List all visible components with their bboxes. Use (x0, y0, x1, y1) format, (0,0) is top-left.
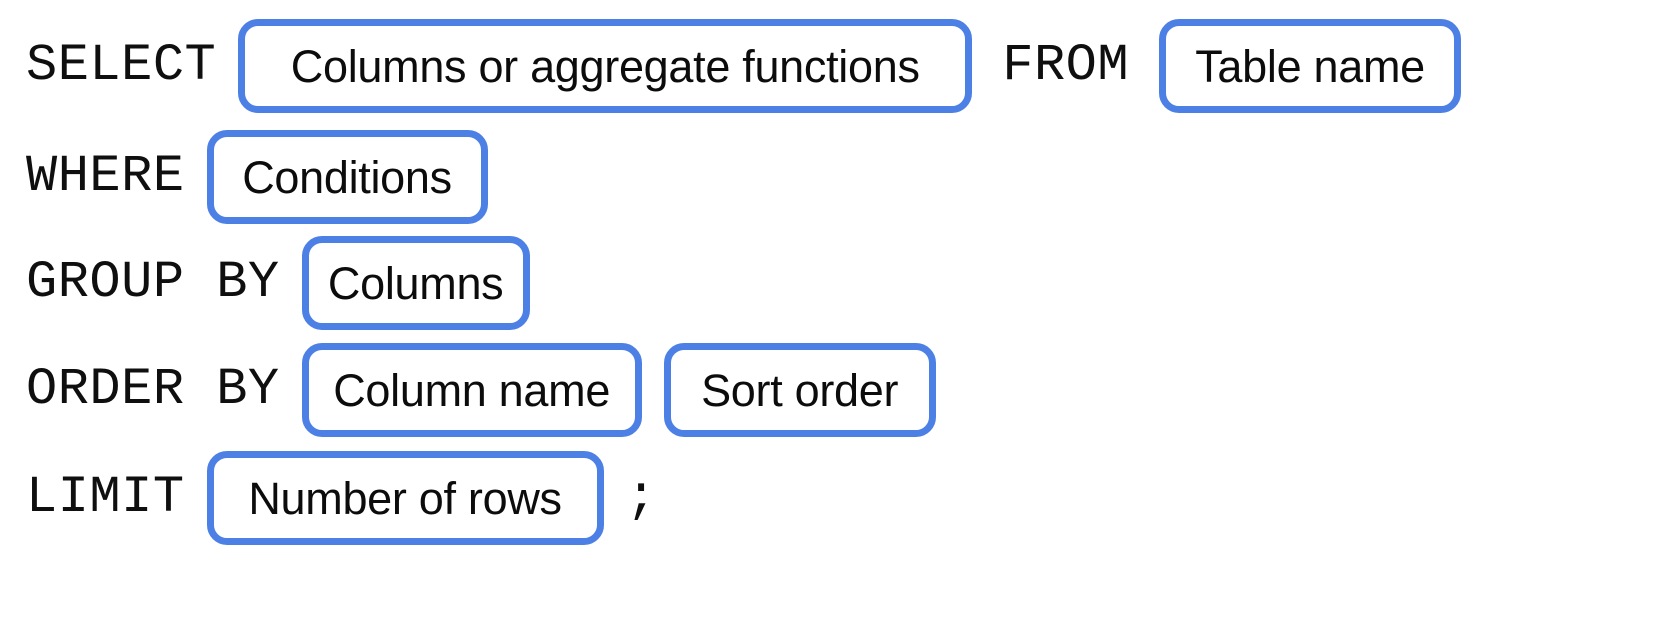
spacer (280, 283, 302, 284)
sql-keyword-limit: LIMIT (26, 468, 185, 527)
sql-keyword-group-by: GROUP BY (26, 253, 280, 312)
spacer (604, 498, 626, 499)
slot-label-number-of-rows: Number of rows (248, 472, 562, 524)
slot-sort-order[interactable]: Sort order (663, 343, 936, 437)
slot-columns-or-aggregate-functions[interactable]: Columns or aggregate functions (238, 19, 973, 113)
slot-label-conditions: Conditions (242, 151, 452, 203)
sql-keyword-select: SELECT (26, 36, 217, 95)
sql-line-select: SELECT Columns or aggregate functions FR… (26, 19, 1462, 113)
slot-label-sort-order: Sort order (701, 364, 899, 416)
spacer (642, 390, 664, 391)
slot-number-of-rows[interactable]: Number of rows (206, 451, 604, 545)
sql-line-order-by: ORDER BY Column name Sort order (26, 343, 936, 437)
slot-table-name[interactable]: Table name (1159, 19, 1462, 113)
slot-label-columns-or-aggregate-functions: Columns or aggregate functions (290, 40, 920, 92)
sql-line-limit: LIMIT Number of rows ; (26, 451, 657, 545)
slot-group-columns[interactable]: Columns (301, 236, 530, 330)
slot-label-group-columns: Columns (327, 257, 504, 309)
spacer (972, 66, 1002, 67)
slot-label-column-name: Column name (333, 364, 611, 416)
statement-terminator-semicolon: ; (625, 468, 657, 527)
sql-keyword-from: FROM (1002, 36, 1130, 95)
spacer (280, 390, 302, 391)
sql-line-where: WHERE Conditions (26, 130, 488, 224)
spacer (1129, 66, 1159, 67)
slot-column-name[interactable]: Column name (301, 343, 642, 437)
spacer (216, 66, 238, 67)
sql-keyword-where: WHERE (26, 147, 185, 206)
sql-line-group-by: GROUP BY Columns (26, 236, 530, 330)
spacer (185, 177, 207, 178)
slot-label-table-name: Table name (1195, 40, 1425, 92)
spacer (185, 498, 207, 499)
slot-conditions[interactable]: Conditions (206, 130, 488, 224)
sql-keyword-order-by: ORDER BY (26, 360, 280, 419)
